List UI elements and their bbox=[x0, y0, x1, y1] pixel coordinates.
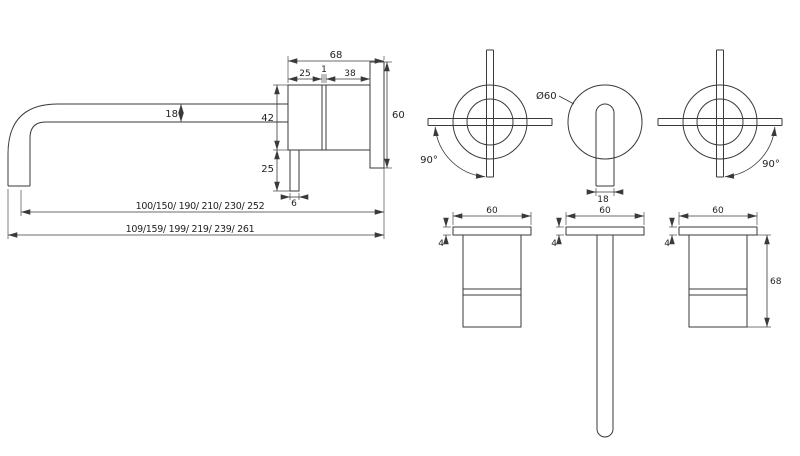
right-flange-thickness-label: 4 bbox=[664, 239, 670, 249]
spout-outer-profile bbox=[7, 103, 288, 186]
spout-width-label: 18 bbox=[597, 195, 609, 205]
dim-handle-length-label: 25 bbox=[261, 164, 274, 175]
handle-lever bbox=[289, 149, 300, 192]
diameter-leader-line bbox=[558, 95, 575, 105]
left-valve-body bbox=[462, 234, 522, 328]
right-valve-body bbox=[688, 234, 748, 328]
escutcheon-diameter-label: Ø60 bbox=[536, 90, 557, 102]
dim-flange-height-label: 60 bbox=[392, 110, 405, 121]
dim-spout-diameter-label: 18 bbox=[165, 109, 178, 120]
left-flange-width-label: 60 bbox=[486, 206, 498, 216]
wall-flange bbox=[369, 61, 385, 169]
left-flange-thickness-label: 4 bbox=[438, 239, 444, 249]
middle-flange-width-label: 60 bbox=[599, 206, 611, 216]
plan-view-right-valve: 60 4 68 bbox=[664, 206, 782, 328]
spout-front-profile bbox=[595, 103, 615, 186]
spout-drop-tube bbox=[596, 235, 614, 438]
spout-escutcheon bbox=[567, 84, 643, 160]
valve-body bbox=[287, 84, 371, 151]
right-escutcheon-outer bbox=[682, 84, 758, 160]
side-view-faucet: 68 25 1 38 60 18 42 25 6 bbox=[7, 50, 405, 239]
right-valve-flange bbox=[678, 226, 758, 236]
dim-overall-reach-label: 109/159/ 199/ 219/ 239/ 261 bbox=[126, 224, 255, 235]
front-view-right-handle: 90° bbox=[657, 49, 783, 179]
front-view-left-handle: 90° bbox=[420, 49, 553, 179]
dim-body-height-label: 42 bbox=[261, 113, 274, 124]
dim-cartridge-width-label: 25 bbox=[299, 69, 310, 79]
dim-spout-reach-label: 100/150/ 190/ 210/ 230/ 252 bbox=[136, 201, 265, 212]
spout-flange bbox=[565, 226, 645, 236]
right-rotation-label: 90° bbox=[762, 159, 780, 170]
body-depth-label: 68 bbox=[770, 277, 782, 287]
middle-flange-thickness-label: 4 bbox=[551, 239, 557, 249]
dim-gap-label: 1 bbox=[321, 65, 327, 75]
right-rotation-arc bbox=[724, 126, 777, 179]
plan-view-left-valve: 60 4 bbox=[438, 206, 532, 328]
left-escutcheon-outer bbox=[452, 84, 528, 160]
left-rotation-label: 90° bbox=[420, 155, 438, 166]
left-valve-flange bbox=[452, 226, 532, 236]
left-rotation-arc bbox=[433, 126, 486, 179]
dim-handle-width-label: 6 bbox=[291, 199, 297, 209]
front-view-spout: Ø60 18 bbox=[536, 84, 643, 205]
dim-body-width-label: 38 bbox=[344, 69, 356, 79]
left-escutcheon-inner bbox=[466, 98, 514, 146]
dim-total-width-label: 68 bbox=[330, 50, 343, 61]
right-escutcheon-inner bbox=[696, 98, 744, 146]
right-flange-width-label: 60 bbox=[712, 206, 724, 216]
plan-view-spout-body: 60 4 bbox=[551, 206, 645, 438]
spout-inner-profile bbox=[29, 121, 288, 186]
